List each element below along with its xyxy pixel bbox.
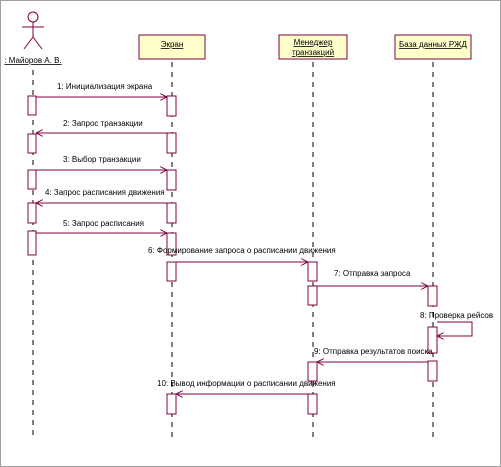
message-label-6: 6: Формирование запроса о расписании дви… [148,246,336,255]
activation-screen [166,393,177,415]
activation-screen [166,202,177,224]
message-label-3: 3: Выбор транзакции [63,155,141,164]
message-arrow-8-self [437,321,473,336]
activation-screen [166,169,177,191]
message-label-4: 4: Запрос расписания движения [45,188,165,197]
object-box-transaction-manager: Менеджер транзакций [278,34,348,60]
object-name-transaction-manager-line1: Менеджер [294,38,333,47]
activation-screen [166,232,177,256]
activation-screen [166,95,177,117]
message-label-9: 9: Отправка результатов поиска [314,347,433,356]
activation-transaction-manager [307,261,318,282]
message-label-2: 2: Запрос транзакции [63,119,143,128]
message-label-8: 8: Проверка рейсов [420,311,493,320]
activation-actor [27,169,37,190]
object-box-screen: Экран [138,34,206,60]
message-label-10: 10: Вывод информации о расписании движен… [157,379,336,388]
activation-transaction-manager [307,361,318,382]
object-name-database: База данных РЖД [399,40,468,49]
activation-actor [27,230,37,256]
activation-database [427,360,438,382]
activation-actor [27,202,37,224]
activation-database [427,285,438,307]
object-name-screen: Экран [161,40,184,49]
message-label-7: 7: Отправка запроса [334,269,411,278]
stick-figure-actor-icon [22,11,44,50]
message-label-5: 5: Запрос расписания [63,219,144,228]
activation-database [427,326,438,354]
activation-screen [166,132,177,154]
activation-transaction-manager [307,285,318,306]
activation-transaction-manager [307,393,318,415]
actor-name: : Майоров А. В. [4,56,61,65]
activation-screen [166,261,177,282]
activation-actor [27,95,37,116]
activation-actor [27,133,37,154]
message-label-1: 1: Инициализация экрана [57,82,153,91]
actor-figure: : Майоров А. В. [4,11,62,65]
object-name-transaction-manager-line2: транзакций [292,48,334,57]
object-box-database: База данных РЖД [394,34,472,60]
